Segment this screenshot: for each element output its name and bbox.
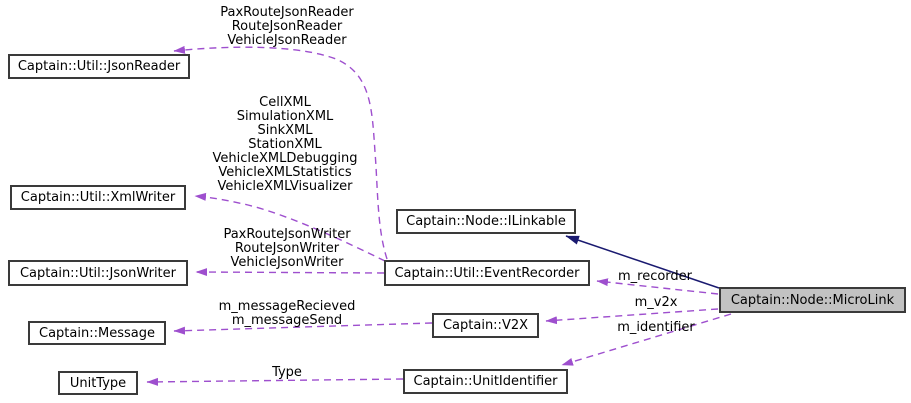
- edge-label-line: VehicleXMLStatistics: [218, 165, 352, 180]
- edge-label-m-recorder: m_recorder: [617, 269, 693, 284]
- edge-label-line: VehicleXMLDebugging: [212, 151, 358, 166]
- node-captain-node-microlink: Captain::Node::MicroLink: [719, 287, 906, 313]
- edge-label-line: SimulationXML: [236, 109, 334, 124]
- edge-label-line: StationXML: [248, 137, 322, 152]
- node-captain-v2x[interactable]: Captain::V2X: [432, 313, 539, 338]
- edge-eventrecorder-to-jsonwriter: [195, 268, 385, 277]
- edge-label-line: SinkXML: [257, 123, 313, 138]
- edge-label-jsonreader-members: PaxRouteJsonReader RouteJsonReader Vehic…: [220, 6, 353, 48]
- edge-label-line: RouteJsonReader: [231, 19, 343, 34]
- edge-label-line: PaxRouteJsonReader: [220, 5, 354, 20]
- edge-label-line: RouteJsonWriter: [234, 241, 340, 256]
- edge-label-line: m_messageRecieved: [218, 299, 356, 314]
- edge-label-line: m_messageSend: [231, 313, 343, 328]
- node-captain-message[interactable]: Captain::Message: [28, 321, 166, 345]
- edge-label-m-v2x: m_v2x: [634, 295, 678, 310]
- node-captain-util-xmlwriter[interactable]: Captain::Util::XmlWriter: [10, 185, 186, 210]
- edge-label-line: VehicleJsonWriter: [230, 255, 344, 270]
- edge-label-line: VehicleXMLVisualizer: [217, 179, 353, 194]
- node-captain-util-jsonreader[interactable]: Captain::Util::JsonReader: [8, 54, 190, 79]
- edge-label-xmlwriter-members: CellXML SimulationXML SinkXML StationXML…: [213, 96, 358, 194]
- edge-label-message-members: m_messageRecieved m_messageSend: [219, 300, 356, 328]
- edge-label-line: CellXML: [259, 95, 311, 110]
- edge-label-jsonwriter-members: PaxRouteJsonWriter RouteJsonWriter Vehic…: [223, 228, 350, 270]
- edge-label-type: Type: [272, 365, 302, 380]
- node-unittype[interactable]: UnitType: [58, 371, 138, 395]
- edge-label-line: VehicleJsonReader: [227, 33, 347, 48]
- edge-label-line: PaxRouteJsonWriter: [223, 227, 351, 242]
- node-captain-util-eventrecorder[interactable]: Captain::Util::EventRecorder: [384, 260, 590, 286]
- node-captain-util-jsonwriter[interactable]: Captain::Util::JsonWriter: [8, 260, 188, 286]
- node-captain-unitidentifier[interactable]: Captain::UnitIdentifier: [403, 369, 568, 394]
- edge-label-m-identifier: m_identifier: [617, 320, 695, 335]
- node-captain-node-ilinkable[interactable]: Captain::Node::ILinkable: [396, 209, 576, 234]
